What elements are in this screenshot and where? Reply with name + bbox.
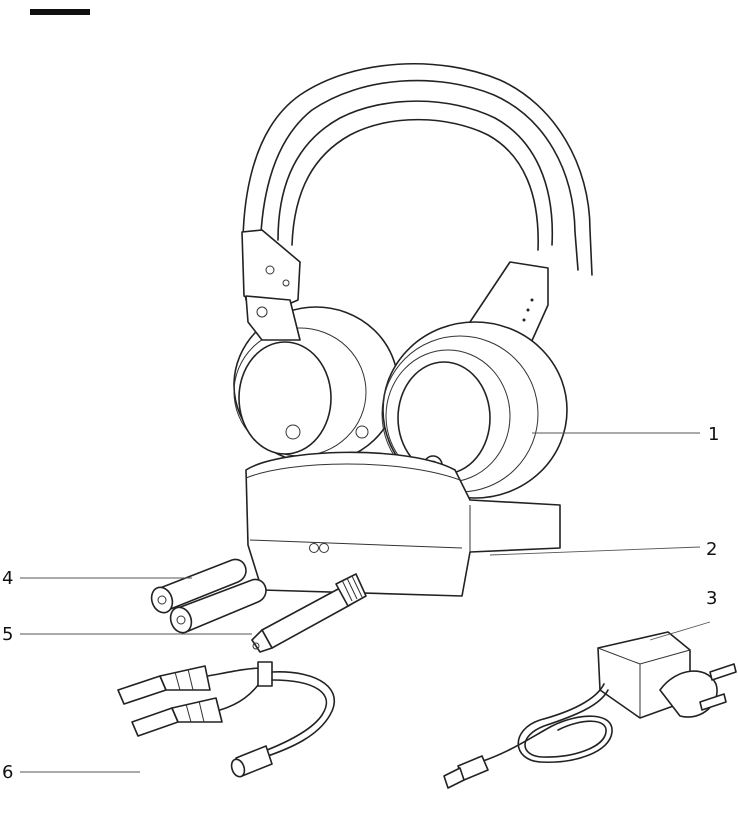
power-adapter-illustration — [444, 632, 736, 788]
rca-cable-illustration — [118, 662, 334, 779]
callout-5: 5 — [2, 624, 13, 645]
headphones-illustration — [234, 64, 592, 596]
callout-1: 1 — [708, 424, 719, 445]
callout-4: 4 — [2, 568, 13, 589]
callout-6: 6 — [2, 762, 13, 783]
batteries-illustration — [148, 559, 266, 635]
leader-line-3 — [650, 622, 710, 640]
callout-2: 2 — [706, 539, 717, 560]
callout-3: 3 — [706, 588, 717, 609]
header-bar — [30, 9, 90, 15]
